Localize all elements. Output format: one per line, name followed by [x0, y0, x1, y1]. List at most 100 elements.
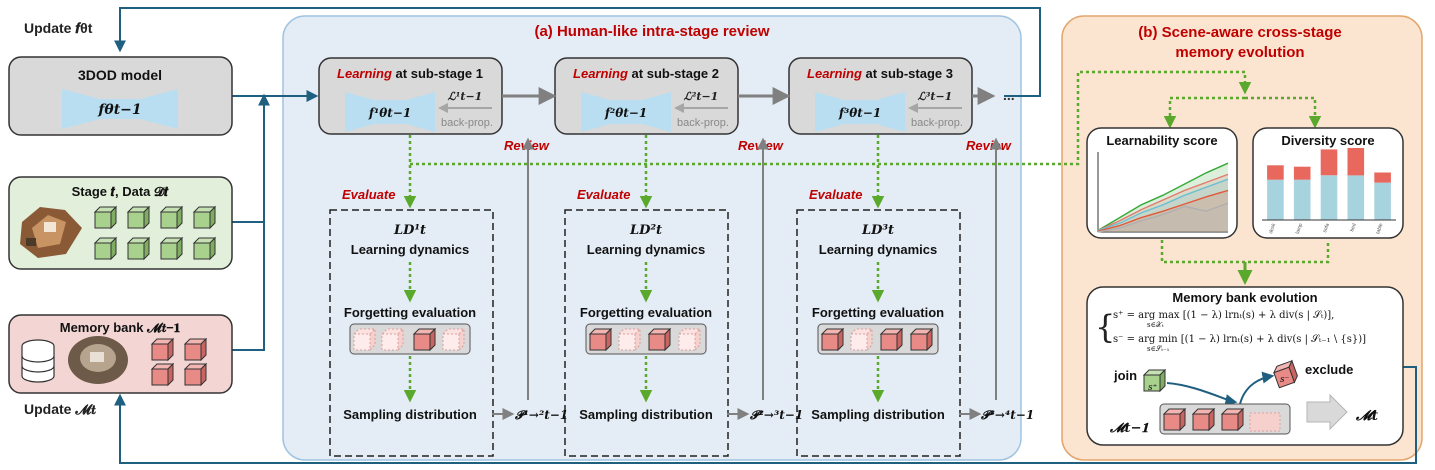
- substage-3: Learning at sub-stage 3 𝒇³θt−1 ℒ³t−1 bac…: [788, 57, 973, 135]
- m-new-label: 𝓜𝒕: [1355, 408, 1379, 424]
- data-merge-line: [232, 93, 270, 223]
- substage-1-func: 𝒇¹θt−1: [368, 106, 411, 120]
- memory-title: Memory bank 𝓜𝒕−𝟏: [60, 320, 181, 335]
- forgetting-evaluation-3: Forgetting evaluation: [812, 305, 944, 320]
- equation-1-subscript: s∈𝒳ₜ: [1147, 321, 1164, 329]
- join-arrow: [1166, 382, 1238, 406]
- diversity-tick-desk: desk: [1268, 222, 1277, 234]
- sampling-distribution-3: Sampling distribution: [811, 407, 945, 422]
- substage-1-loss: ℒ¹t−1: [448, 90, 483, 103]
- diversity-bar-sofa-1: [1320, 175, 1338, 220]
- model-title: 3DOD model: [78, 67, 162, 83]
- evaluation-column-2: LD²t Learning dynamics Forgetting evalua…: [564, 209, 729, 457]
- forgetting-evaluation-1: Forgetting evaluation: [344, 305, 476, 320]
- learnability-series-1: [1097, 162, 1229, 232]
- stage-scene-image: [20, 207, 82, 258]
- database-icon: [21, 339, 55, 383]
- probability-1: 𝓟¹→²t−1: [514, 408, 568, 422]
- learnability-chart: [1097, 152, 1229, 233]
- substage-1-backprop: back-prop.: [441, 117, 493, 129]
- review-label-1: Review: [504, 138, 550, 153]
- review-label-2: Review: [738, 138, 784, 153]
- forgetting-tray-2: [585, 323, 707, 355]
- diversity-bar-sofa-2: [1320, 149, 1338, 176]
- review-label-3: Review: [966, 138, 1012, 153]
- forgetting-tray-1: [349, 323, 471, 355]
- diversity-tick-bed: bed: [1349, 222, 1358, 232]
- join-label: join: [1113, 368, 1137, 383]
- substage-2-loss: ℒ²t−1: [684, 90, 719, 103]
- ld-label-1: LD¹t: [393, 223, 426, 238]
- panel-a-title: (a) Human-like intra-stage review: [534, 23, 769, 40]
- to-learnability-arrow: [1163, 96, 1245, 129]
- substage-ellipsis: ...: [1003, 87, 1015, 103]
- evaluate-label-2: Evaluate: [577, 187, 630, 202]
- update-m-label: Update 𝓜𝒕: [24, 401, 96, 417]
- evaluation-column-1: LD¹t Learning dynamics Forgetting evalua…: [329, 209, 494, 457]
- diversity-bar-lamp-1: [1293, 179, 1311, 220]
- s-minus-label: s⁻: [1280, 375, 1290, 385]
- evaluate-label-1: Evaluate: [342, 187, 395, 202]
- learnability-title: Learnability score: [1106, 133, 1217, 148]
- probability-2: 𝓟²→³t−1: [749, 408, 803, 422]
- learning-dynamics-1: Learning dynamics: [351, 242, 469, 257]
- memory-scene-image: [68, 336, 128, 384]
- learning-dynamics-3: Learning dynamics: [819, 242, 937, 257]
- diversity-bar-lamp-2: [1293, 166, 1311, 180]
- substage-1-title: Learning at sub-stage 1: [337, 66, 483, 81]
- substage-1-network-icon: [345, 92, 435, 132]
- probability-3: 𝓟³→⁴t−1: [980, 408, 1034, 422]
- sampling-distribution-2: Sampling distribution: [579, 407, 713, 422]
- substage-3-backprop: back-prop.: [911, 117, 963, 129]
- substage-1: Learning at sub-stage 1 𝒇¹θt−1 ℒ¹t−1 bac…: [318, 57, 503, 135]
- stage-title: Stage 𝒕, Data 𝓓𝒕: [72, 184, 169, 199]
- model-func: 𝒇θt−1: [97, 102, 141, 118]
- update-m-arrow: [114, 366, 1417, 464]
- substage-2-network-icon: [581, 92, 671, 132]
- evolution-output-arrow: [1306, 393, 1348, 431]
- learnability-series-4: [1097, 189, 1229, 232]
- learnability-series-3: [1097, 178, 1229, 232]
- diversity-tick-table: table: [1375, 222, 1384, 234]
- forgetting-evaluation-2: Forgetting evaluation: [580, 305, 712, 320]
- memory-slot-placeholder: [1249, 412, 1281, 432]
- substage-3-network-icon: [815, 92, 905, 132]
- substage-2: Learning at sub-stage 2 𝒇²θt−1 ℒ²t−1 bac…: [554, 57, 739, 135]
- diversity-bar-desk-1: [1267, 179, 1284, 220]
- evaluate-label-3: Evaluate: [809, 187, 862, 202]
- substage-2-title: Learning at sub-stage 2: [573, 66, 719, 81]
- diversity-bar-bed-2: [1347, 148, 1365, 176]
- equation-brace: {: [1095, 308, 1115, 346]
- memory-merge-line: [232, 222, 265, 351]
- ld-label-2: LD²t: [629, 223, 662, 238]
- evaluation-column-3: LD³t Learning dynamics Forgetting evalua…: [796, 209, 961, 457]
- model-network-icon: [62, 89, 178, 129]
- exclude-arrow: [1239, 371, 1275, 405]
- update-f-arrow: [119, 7, 1041, 97]
- diversity-bar-table-1: [1374, 182, 1391, 220]
- diversity-bar-bed-1: [1347, 175, 1365, 220]
- panel-b-title-line2: memory evolution: [1175, 44, 1304, 61]
- diversity-bar-table-2: [1374, 172, 1391, 183]
- sampling-distribution-1: Sampling distribution: [343, 407, 477, 422]
- equation-2-subscript: s∈𝒮ₜ₋₁: [1147, 345, 1170, 353]
- learnability-series-5: [1097, 202, 1229, 233]
- diversity-tick-lamp: lamp: [1295, 222, 1304, 234]
- learning-dynamics-2: Learning dynamics: [587, 242, 705, 257]
- learnability-area-3: [1098, 179, 1228, 232]
- review-link-line: [410, 70, 1252, 166]
- ld-label-3: LD³t: [861, 223, 894, 238]
- substage-2-backprop: back-prop.: [677, 117, 729, 129]
- learnability-series-2: [1097, 173, 1229, 232]
- panel-b-title-line1: (b) Scene-aware cross-stage: [1138, 24, 1341, 41]
- learnability-box: [1086, 127, 1238, 239]
- substage-3-loss: ℒ³t−1: [918, 90, 953, 103]
- substage-2-func: 𝒇²θt−1: [604, 106, 647, 120]
- diversity-bar-desk-2: [1267, 165, 1284, 180]
- equation-1: s⁺ = arg max [(1 − λ) lrnₜ(s) + λ div(s …: [1113, 310, 1334, 321]
- s-plus-label: s⁺: [1148, 383, 1158, 393]
- equation-2: s⁻ = arg min [(1 − λ) lrnₜ(s) + λ div(s …: [1113, 334, 1366, 345]
- substage-3-title: Learning at sub-stage 3: [807, 66, 953, 81]
